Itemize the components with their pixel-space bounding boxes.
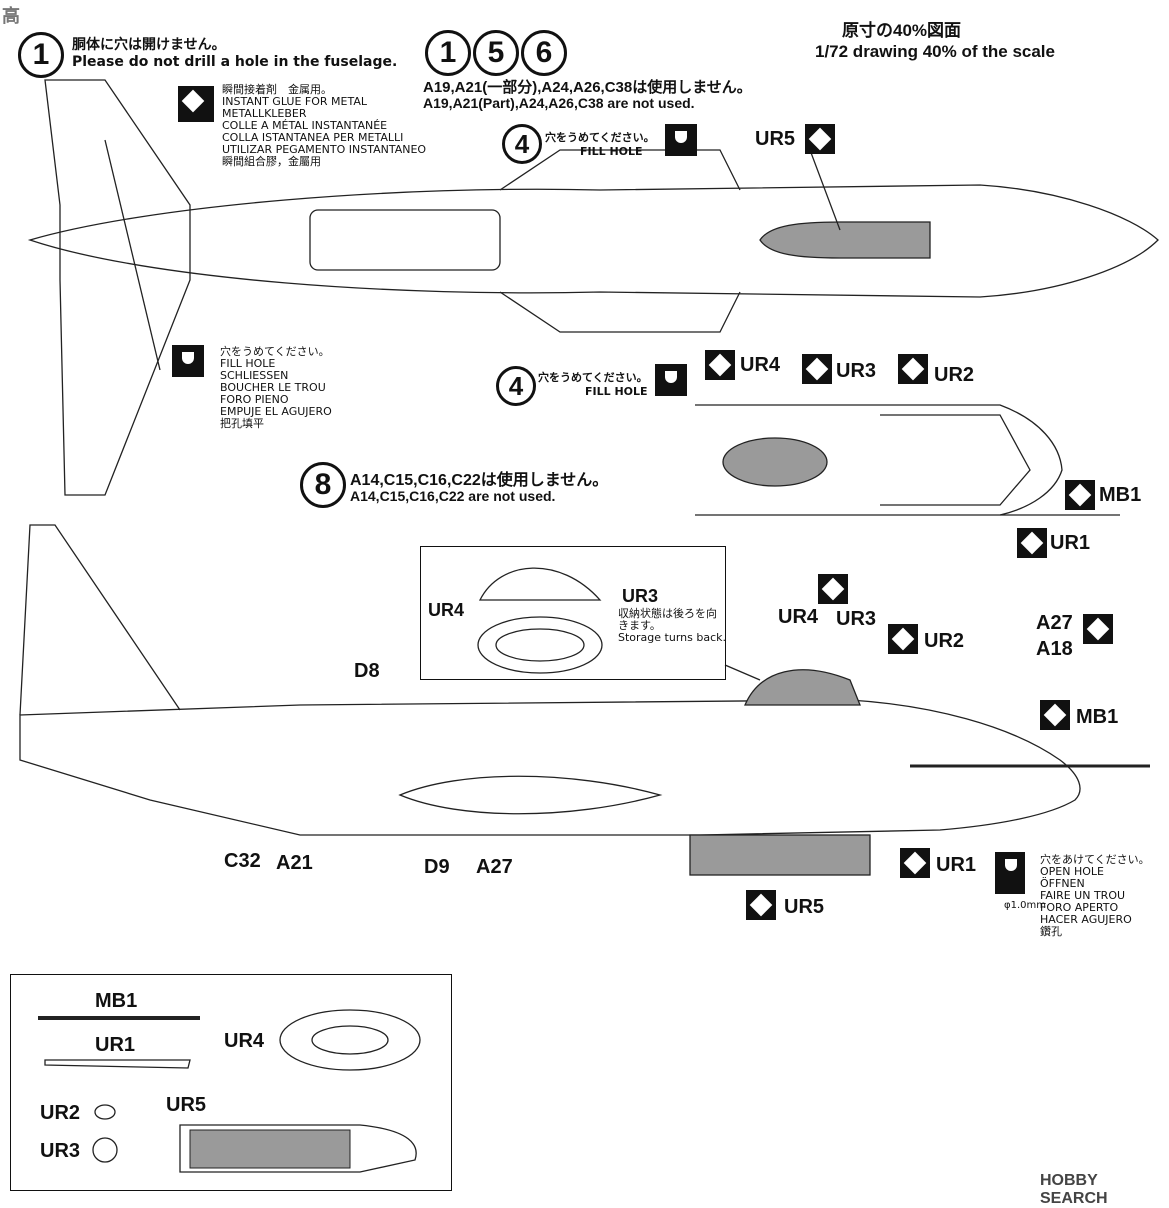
glue-line: UTILIZAR PEGAMENTO INSTANTANEO [222, 143, 427, 156]
watermark-text: 高 [2, 6, 20, 26]
fill-hole-icon [665, 124, 697, 156]
label-ur3-side: UR3 [836, 608, 877, 630]
ur1-side-diamond-icon [900, 848, 930, 878]
scale-en: 1/72 drawing 40% of the scale [815, 42, 1055, 61]
part-ur1: UR1 [95, 1034, 136, 1056]
fill-line: 穴をうめてください。 [220, 345, 330, 358]
ur5-diamond-icon [805, 124, 835, 154]
mb1-side-diamond-icon [1040, 700, 1070, 730]
label-ur2-top: UR2 [934, 364, 975, 386]
open-hole-notes: 穴をあけてください。 OPEN HOLE ÖFFNEN FAIRE UN TRO… [1040, 854, 1150, 938]
parts-box [10, 974, 452, 1191]
fill-hole-top-en: FILL HOLE [580, 145, 643, 158]
glue-line: INSTANT GLUE FOR METAL [222, 95, 367, 108]
fill-hole-mid-icon [655, 364, 687, 396]
open-line: OPEN HOLE [1040, 865, 1104, 878]
open-hole-icon [995, 852, 1025, 894]
ur2-diamond-icon [898, 354, 928, 384]
step-8-en: A14,C15,C16,C22 are not used. [350, 488, 556, 504]
label-ur3-top: UR3 [836, 360, 877, 382]
label-a21: A21 [276, 852, 313, 874]
label-ur4-side: UR4 [778, 606, 819, 628]
glue-notes: 瞬間接着剤 金属用。 INSTANT GLUE FOR METAL METALL… [222, 84, 426, 168]
label-ur1-top: UR1 [1050, 532, 1091, 554]
glue-line: COLLA ISTANTANEA PER METALLI [222, 131, 404, 144]
part-ur5: UR5 [166, 1094, 207, 1116]
glue-diamond-icon [178, 86, 214, 122]
step-1-jp: 胴体に穴は開けません。 [72, 37, 226, 53]
glue-line: 瞬間組合膠，金屬用 [222, 155, 321, 168]
open-line: ÖFFNEN [1040, 877, 1085, 890]
open-line: FORO APERTO [1040, 901, 1119, 914]
fill-line: SCHLIESSEN [220, 369, 289, 382]
step-1-en: Please do not drill a hole in the fusela… [72, 54, 398, 70]
fill-hole-left-icon [172, 345, 204, 377]
label-d8: D8 [354, 660, 380, 682]
inset-note-jp: 収納状態は後ろを向きます。 [618, 607, 717, 632]
ur3-diamond-icon [802, 354, 832, 384]
label-ur4-top: UR4 [740, 354, 781, 376]
glue-line: 瞬間接着剤 金属用。 [222, 83, 332, 96]
mb1-diamond-icon [1065, 480, 1095, 510]
fill-hole-mid-en: FILL HOLE [585, 385, 648, 398]
ur2-side-diamond-icon [888, 624, 918, 654]
part-ur3: UR3 [40, 1140, 81, 1162]
label-mb1-top: MB1 [1099, 484, 1142, 506]
label-ur5-side: UR5 [784, 896, 825, 918]
fill-line: BOUCHER LE TROU [220, 381, 326, 394]
step-4b-number: 4 [496, 366, 536, 406]
part-mb1: MB1 [95, 990, 138, 1012]
brand-watermark: HOBBY SEARCH [1040, 1172, 1108, 1207]
open-line: 穴をあけてください。 [1040, 853, 1150, 866]
label-ur5-top: UR5 [755, 128, 796, 150]
label-c32: C32 [224, 850, 261, 872]
inset-note-en: Storage turns back. [618, 631, 726, 644]
step-8-number: 8 [300, 462, 346, 508]
label-a18: A18 [1036, 638, 1073, 660]
ur1-diamond-icon [1017, 528, 1047, 558]
open-line: FAIRE UN TROU [1040, 889, 1126, 902]
step-4-number: 4 [502, 124, 542, 164]
step-5-number: 5 [473, 30, 519, 76]
step-156-en: A19,A21(Part),A24,A26,C38 are not used. [423, 95, 695, 111]
inset-label-ur3: UR3 [622, 586, 659, 606]
label-a27-side: A27 [1036, 612, 1073, 634]
scale-jp: 原寸の40%図面 [842, 21, 962, 40]
side-diamond-icon [818, 574, 848, 604]
part-ur2: UR2 [40, 1102, 81, 1124]
glue-line: METALLKLEBER [222, 107, 307, 120]
fill-hole-left-notes: 穴をうめてください。 FILL HOLE SCHLIESSEN BOUCHER … [220, 346, 332, 430]
fill-line: FILL HOLE [220, 357, 276, 370]
a18-diamond-icon [1083, 614, 1113, 644]
fill-line: EMPUJE EL AGUJERO [220, 405, 332, 418]
step-8-jp: A14,C15,C16,C22は使用しません。 [350, 472, 609, 489]
ur4-diamond-icon [705, 350, 735, 380]
fill-hole-mid-jp: 穴をうめてください。 [538, 371, 648, 384]
label-a27-low: A27 [476, 856, 513, 878]
glue-line: COLLE A MÉTAL INSTANTANÉE [222, 119, 388, 132]
inset-box [420, 546, 726, 680]
inset-label-ur4: UR4 [428, 600, 465, 620]
open-line: HACER AGUJERO [1040, 913, 1132, 926]
label-d9: D9 [424, 856, 450, 878]
fill-line: 把孔填平 [220, 417, 264, 430]
watermark-logo: 高 [2, 2, 20, 28]
step-1b-number: 1 [425, 30, 471, 76]
fill-hole-top-jp: 穴をうめてください。 [545, 131, 655, 144]
step-1-number: 1 [18, 32, 64, 78]
step-6-number: 6 [521, 30, 567, 76]
fill-line: FORO PIENO [220, 393, 289, 406]
open-hole-size: φ1.0mm [1004, 900, 1046, 911]
ur5-side-diamond-icon [746, 890, 776, 920]
label-ur2-side: UR2 [924, 630, 965, 652]
step-156-jp: A19,A21(一部分),A24,A26,C38は使用しません。 [423, 79, 752, 96]
label-ur1-side: UR1 [936, 854, 977, 876]
open-line: 鑽孔 [1040, 925, 1062, 938]
part-ur4: UR4 [224, 1030, 265, 1052]
label-mb1-side: MB1 [1076, 706, 1119, 728]
